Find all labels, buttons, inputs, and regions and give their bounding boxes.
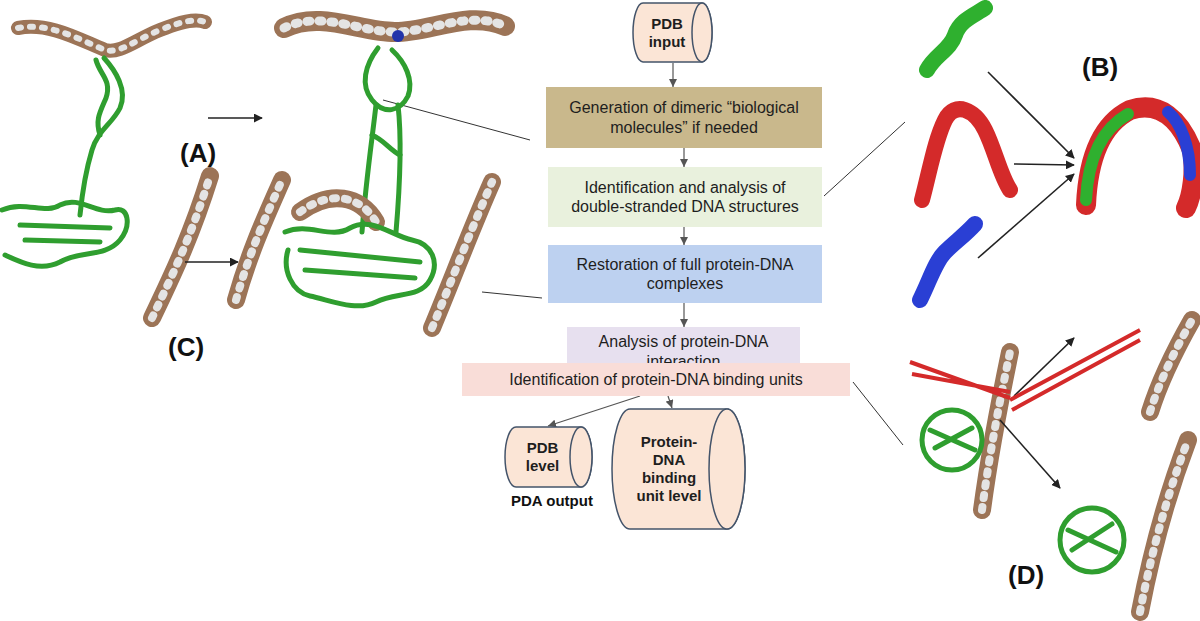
- node-text: PDB input: [645, 15, 689, 51]
- leader-line: [383, 100, 530, 140]
- process-box: Generation of dimeric “biological molecu…: [546, 87, 822, 148]
- molecule-figure: [18, 20, 205, 215]
- node-text: PDB level: [518, 439, 567, 475]
- panel-label: (A): [180, 138, 216, 169]
- molecule-figure: [236, 180, 492, 328]
- process-arrow: [208, 117, 262, 119]
- process-box: Identification and analysis of double-st…: [548, 167, 822, 227]
- molecule-figure: [284, 20, 505, 232]
- process-box: Restoration of full protein-DNA complexe…: [548, 245, 822, 303]
- database-cylinder: Protein-DNA binding unit level: [612, 408, 746, 530]
- flow-arrow: [683, 227, 684, 245]
- node-text: Identification and analysis of double-st…: [570, 178, 800, 216]
- process-box: Identification of protein-DNA binding un…: [462, 363, 850, 396]
- process-arrow: [1014, 338, 1074, 396]
- database-cylinder: PDB level: [505, 426, 593, 488]
- panel-label: (B): [1082, 52, 1118, 83]
- flow-arrow: [668, 396, 672, 408]
- leader-line: [824, 122, 905, 196]
- process-arrow: [1014, 164, 1074, 165]
- molecule-figure: [920, 8, 1194, 300]
- node-text: Restoration of full protein-DNA complexe…: [570, 255, 800, 293]
- panel-label: (C): [168, 332, 204, 363]
- process-arrow: [1000, 420, 1060, 488]
- flow-arrow: [672, 63, 673, 87]
- process-arrow: [185, 261, 238, 263]
- leader-line: [482, 292, 542, 298]
- flow-arrow: [683, 303, 684, 327]
- leader-line: [853, 382, 903, 445]
- process-arrow: [988, 72, 1074, 158]
- flow-arrow: [683, 148, 684, 167]
- node-text: Identification of protein-DNA binding un…: [509, 370, 803, 389]
- database-cylinder: PDB input: [633, 2, 713, 63]
- molecule-figure: [910, 352, 1010, 510]
- node-text: Generation of dimeric “biological molecu…: [568, 98, 800, 136]
- molecule-figure: [2, 176, 210, 318]
- node-text: Protein-DNA binding unit level: [632, 433, 706, 505]
- panel-label: (D): [1008, 560, 1044, 591]
- process-arrow: [978, 174, 1074, 258]
- output-label: PDA output: [511, 492, 593, 509]
